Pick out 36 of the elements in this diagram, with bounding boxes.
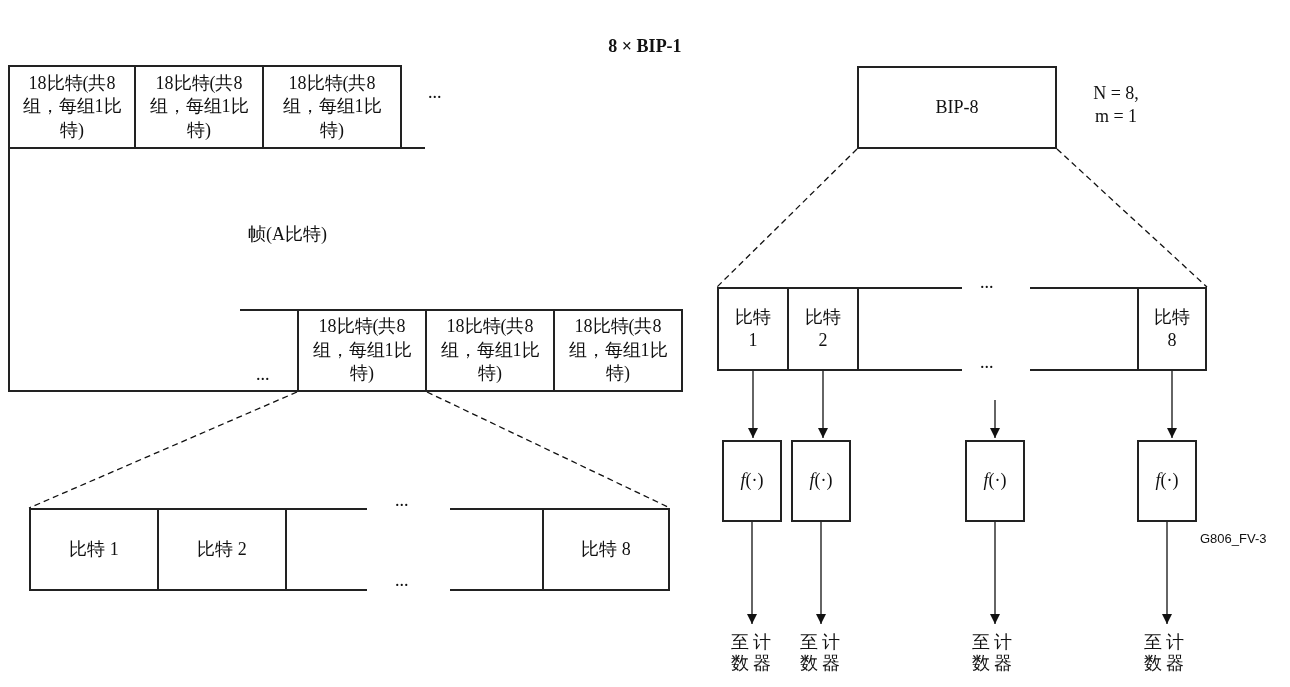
parameter-note: N = 8, m = 1 xyxy=(1092,82,1140,127)
output-label: 至计数器 xyxy=(969,626,1019,680)
arrow xyxy=(1167,370,1177,439)
diagram-title: 8 × BIP-1 xyxy=(607,36,683,57)
frame-label: 帧(A比特) xyxy=(248,223,327,246)
dashed-line xyxy=(28,391,298,509)
field-cell: BIP-8 xyxy=(857,66,1057,149)
ellipsis: ... xyxy=(980,352,994,373)
ellipsis: ... xyxy=(256,364,270,385)
field-cell: 比特 8 xyxy=(1137,287,1207,371)
arrow xyxy=(816,521,826,625)
field-cell: 比特 1 xyxy=(29,508,159,591)
arrow xyxy=(748,370,758,439)
field-cell: 比特 8 xyxy=(542,508,670,591)
dashed-line xyxy=(716,148,858,288)
dashed-line xyxy=(1056,148,1208,288)
output-label: 至计数器 xyxy=(797,626,847,680)
ellipsis: ... xyxy=(980,272,994,293)
ellipsis: ... xyxy=(395,490,409,511)
field-cell: 比特 1 xyxy=(717,287,789,371)
field-cell: f(·) xyxy=(791,440,851,522)
field-cell: 比特 2 xyxy=(157,508,287,591)
figure-id: G806_FV-3 xyxy=(1200,531,1267,546)
arrow xyxy=(818,370,828,439)
field-cell: 比特 2 xyxy=(787,287,859,371)
field-cell: f(·) xyxy=(965,440,1025,522)
arrow xyxy=(990,399,1000,439)
arrow xyxy=(747,521,757,625)
field-cell: f(·) xyxy=(722,440,782,522)
ellipsis: ... xyxy=(395,570,409,591)
field-cell: f(·) xyxy=(1137,440,1197,522)
output-label: 至计数器 xyxy=(728,626,778,680)
output-label: 至计数器 xyxy=(1141,626,1191,680)
arrow xyxy=(1162,521,1172,625)
arrow xyxy=(990,521,1000,625)
ellipsis: ... xyxy=(428,82,442,103)
